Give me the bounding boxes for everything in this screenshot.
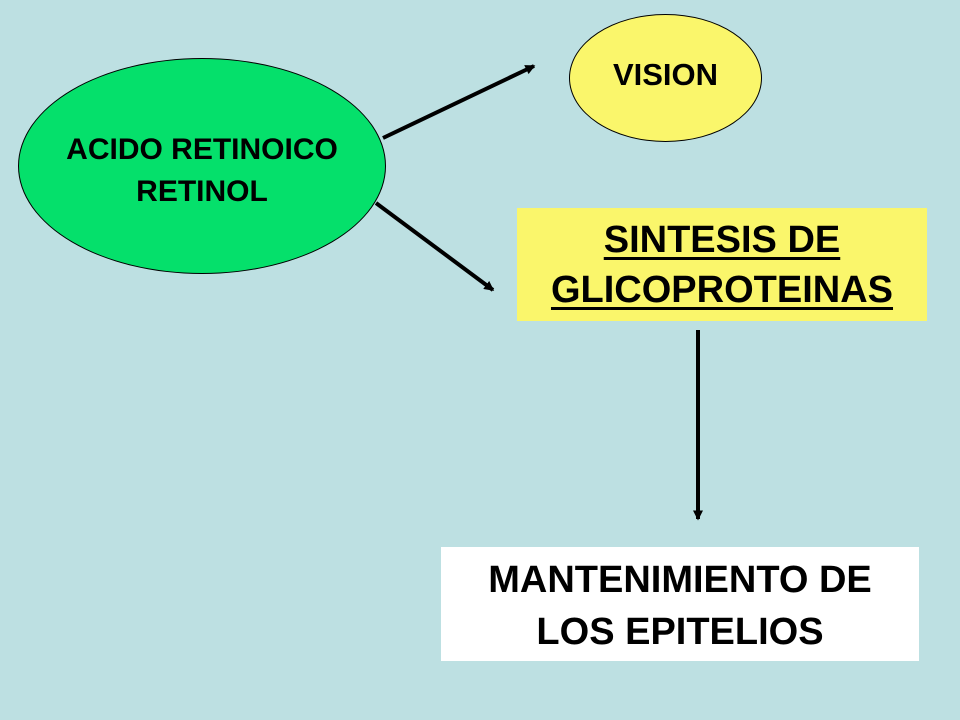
node-vision-label: VISION [612,57,719,92]
node-acido-retinoico-line2: RETINOL [136,175,268,208]
node-mantenimiento-epitelios: MANTENIMIENTO DE LOS EPITELIOS [441,547,919,661]
node-acido-retinoico: ACIDO RETINOICO RETINOL [18,58,386,274]
node-mantenimiento-line2: LOS EPITELIOS [536,611,824,653]
node-sintesis-glicoproteinas: SINTESIS DE GLICOPROTEINAS [517,208,927,321]
node-mantenimiento-line1: MANTENIMIENTO DE [488,559,872,601]
arrow-acido-to-vision [382,64,536,140]
arrow-acido-to-sintesis [374,201,495,292]
node-vision: VISION [569,14,762,142]
node-sintesis-line1: SINTESIS DE [603,218,841,261]
node-acido-retinoico-line1: ACIDO RETINOICO [66,133,338,166]
node-sintesis-line2: GLICOPROTEINAS [550,268,894,311]
